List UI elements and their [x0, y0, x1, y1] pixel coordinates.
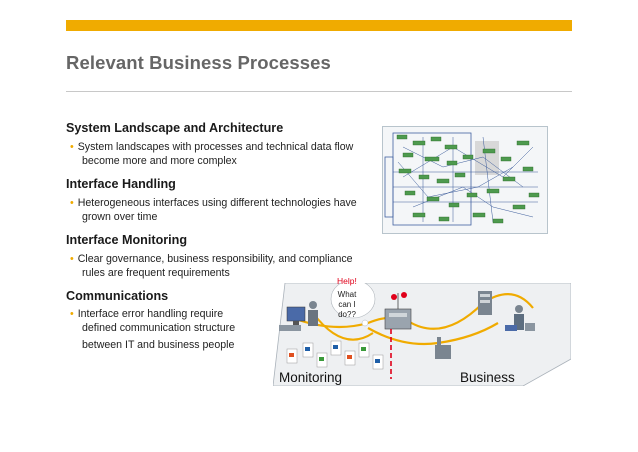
landscape-diagram-graphic: [384, 132, 540, 226]
bullet-communications: •Interface error handling require: [70, 308, 224, 320]
bullet-dot-icon: •: [70, 253, 74, 265]
bullet-dot-icon: •: [70, 197, 74, 209]
business-people-icon: [505, 305, 535, 331]
section-heading-interface-monitoring: Interface Monitoring: [66, 233, 188, 247]
thought-bubble-icon: [330, 279, 376, 327]
bullet-interface-monitoring: •Clear governance, business responsibili…: [70, 253, 353, 279]
top-accent-bar: [66, 20, 572, 31]
section-heading-landscape: System Landscape and Architecture: [66, 121, 284, 135]
bullet-landscape: •System landscapes with processes and te…: [70, 141, 354, 167]
factory-icon: [435, 337, 451, 359]
title-divider: [66, 91, 572, 92]
admin-workstation-icon: [279, 301, 318, 331]
server-icon: [478, 291, 492, 315]
section-heading-communications: Communications: [66, 289, 169, 303]
monitoring-label: Monitoring: [279, 370, 343, 385]
communications-line-1: defined communication structure: [82, 322, 236, 334]
question-text: What can I do??: [337, 290, 357, 319]
monitoring-business-illustration: Help! What can I do?? Monitoring Busines…: [272, 276, 572, 387]
bullet-interface-handling: •Heterogeneous interfaces using differen…: [70, 197, 357, 223]
business-label: Business: [460, 370, 515, 385]
illustration-graphic: [272, 279, 572, 387]
page-title: Relevant Business Processes: [66, 52, 331, 73]
help-text: Help!: [337, 276, 357, 286]
gateway-device-icon: [384, 292, 412, 330]
communications-line-2: between IT and business people: [82, 339, 235, 351]
system-landscape-diagram: [382, 126, 548, 234]
bullet-dot-icon: •: [70, 141, 74, 153]
documents-icon: [286, 340, 384, 370]
section-heading-interface-handling: Interface Handling: [66, 177, 176, 191]
bullet-dot-icon: •: [70, 308, 74, 320]
